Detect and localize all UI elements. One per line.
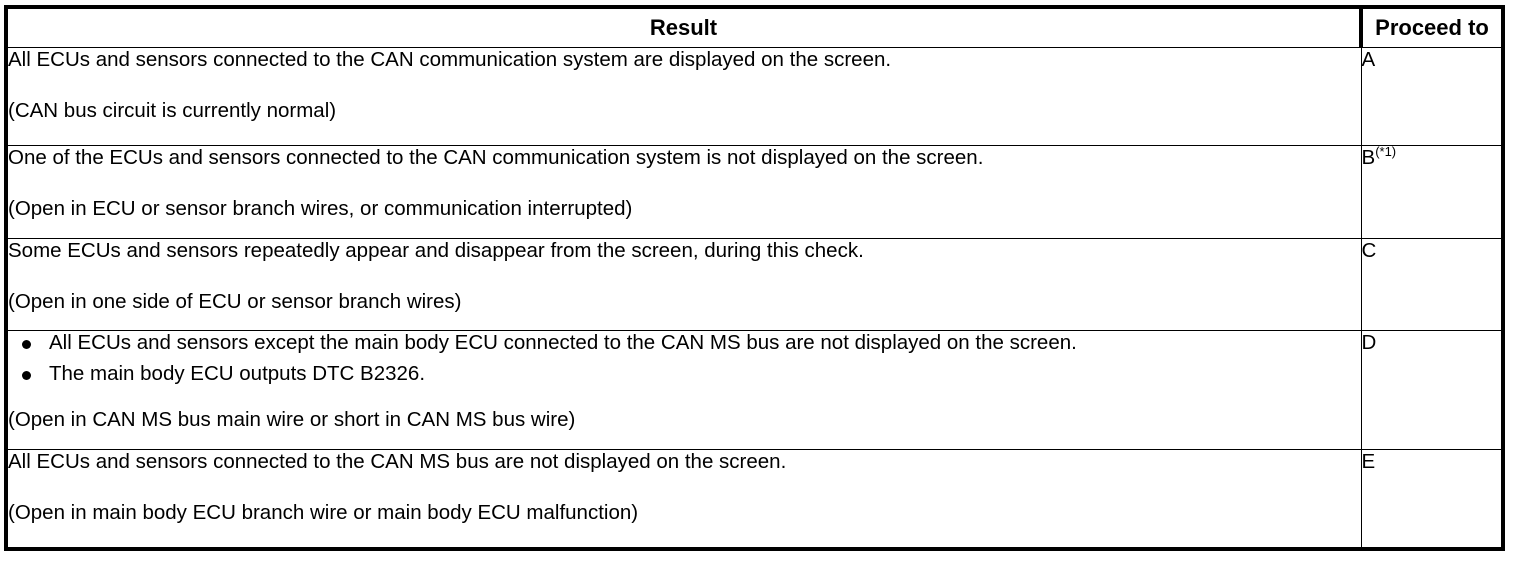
result-paren-text: (Open in main body ECU branch wire or ma… — [8, 500, 639, 524]
bullet-dot-icon — [22, 370, 31, 380]
table-row: Some ECUs and sensors repeatedly appear … — [5, 238, 1504, 331]
column-header-result: Result — [5, 6, 1362, 48]
proceed-letter: D — [1361, 331, 1377, 354]
table-header-row: Result Proceed to — [5, 6, 1504, 48]
column-header-proceed-to: Proceed to — [1359, 6, 1504, 48]
result-cell-a: All ECUs and sensors connected to the CA… — [5, 47, 1362, 146]
result-proceed-table: Result Proceed to All ECUs and sensors c… — [4, 5, 1505, 551]
list-item: All ECUs and sensors except the main bod… — [8, 331, 1361, 356]
bullet-text: The main body ECU outputs DTC B2326. — [49, 361, 426, 385]
result-cell-c: Some ECUs and sensors repeatedly appear … — [5, 238, 1362, 331]
proceed-cell-e: E — [1360, 449, 1504, 550]
result-cell-b: One of the ECUs and sensors connected to… — [5, 145, 1362, 239]
result-cell-e: All ECUs and sensors connected to the CA… — [5, 449, 1362, 550]
proceed-letter: C — [1361, 239, 1377, 262]
bullet-text: All ECUs and sensors except the main bod… — [49, 331, 1077, 354]
proceed-cell-b: B(*1) — [1360, 144, 1504, 239]
bullet-dot-icon — [22, 340, 31, 349]
result-bullet-list: All ECUs and sensors except the main bod… — [8, 331, 1361, 386]
result-primary-text: One of the ECUs and sensors connected to… — [8, 146, 984, 169]
result-paren-text: (Open in one side of ECU or sensor branc… — [8, 289, 462, 313]
proceed-letter: E — [1361, 450, 1376, 473]
proceed-cell-a: A — [1360, 47, 1504, 146]
result-primary-text: All ECUs and sensors connected to the CA… — [8, 48, 892, 71]
result-cell-d: All ECUs and sensors except the main bod… — [5, 330, 1362, 450]
proceed-cell-c: C — [1360, 238, 1504, 331]
table-row: All ECUs and sensors connected to the CA… — [5, 47, 1504, 146]
list-item: The main body ECU outputs DTC B2326. — [8, 362, 1361, 387]
result-paren-text: (Open in CAN MS bus main wire or short i… — [8, 408, 576, 432]
result-primary-text: All ECUs and sensors connected to the CA… — [8, 450, 787, 473]
result-paren-text: (CAN bus circuit is currently normal) — [8, 98, 337, 122]
table-row: All ECUs and sensors except the main bod… — [5, 330, 1504, 450]
proceed-cell-d: D — [1360, 330, 1504, 450]
result-primary-text: Some ECUs and sensors repeatedly appear … — [8, 239, 864, 262]
proceed-letter: B — [1361, 146, 1376, 169]
table-row: One of the ECUs and sensors connected to… — [5, 144, 1504, 239]
proceed-letter: A — [1361, 48, 1376, 71]
table-row: All ECUs and sensors connected to the CA… — [5, 449, 1504, 550]
result-paren-text: (Open in ECU or sensor branch wires, or … — [8, 196, 633, 220]
proceed-footnote-marker: (*1) — [1375, 144, 1397, 160]
